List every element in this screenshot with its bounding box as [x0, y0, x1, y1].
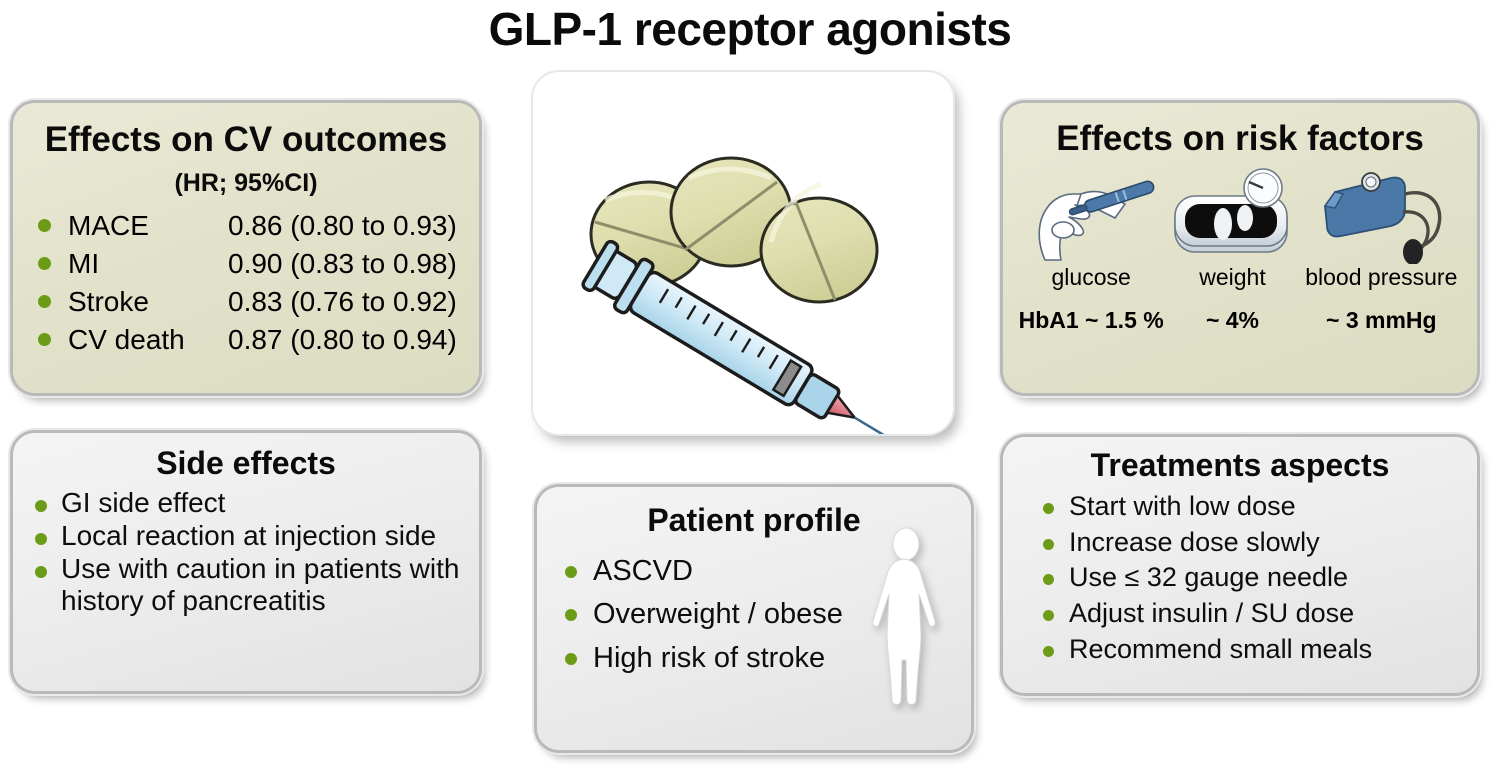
bullet-icon [38, 219, 51, 233]
cv-row-value: 0.87 (0.80 to 0.94) [228, 323, 457, 355]
list-item: Increase dose slowly [1043, 525, 1477, 561]
list-item: ASCVD [565, 550, 971, 594]
list-item-label: Overweight / obese [593, 598, 843, 631]
cv-row-label: MI [68, 247, 100, 279]
list-item: Overweight / obese [565, 593, 971, 637]
cv-row-label: CV death [68, 323, 185, 355]
risk-factors-title: Effects on risk factors [1056, 119, 1424, 158]
list-item-label: Use ≤ 32 gauge needle [1069, 562, 1349, 593]
cv-outcomes-title: Effects on CV outcomes [44, 120, 448, 159]
list-item: Use with caution in patients with histor… [35, 553, 479, 616]
bullet-icon [38, 295, 51, 309]
treatments-list: Start with low dose Increase dose slowly… [1003, 489, 1477, 669]
list-item: GI side effect [35, 487, 479, 518]
card-cv-outcomes: Effects on CV outcomes (HR; 95%CI) MACE … [13, 103, 479, 393]
blood-pressure-icon [1323, 171, 1442, 264]
risk-label: weight [1199, 263, 1266, 290]
card-side-effects: Side effects GI side effect Local reacti… [13, 433, 479, 691]
list-item: Adjust insulin / SU dose [1043, 596, 1477, 632]
risk-value: HbA1 ~ 1.5 % [1018, 306, 1164, 333]
card-medication-image [533, 72, 953, 434]
bullet-icon [1043, 610, 1054, 622]
risk-value: ~ 3 mmHg [1326, 306, 1437, 333]
patient-profile-title: Patient profile [647, 502, 861, 538]
cv-row-value: 0.83 (0.76 to 0.92) [228, 285, 457, 317]
risk-factors-icons [1003, 164, 1477, 264]
list-item: Start with low dose [1043, 489, 1477, 525]
list-item: Use ≤ 32 gauge needle [1043, 560, 1477, 596]
cv-row-value: 0.90 (0.83 to 0.98) [228, 247, 457, 279]
list-item: Local reaction at injection side [35, 520, 479, 551]
bullet-icon [565, 609, 577, 622]
glucose-lancet-icon [1038, 180, 1155, 261]
list-item-label: Adjust insulin / SU dose [1069, 598, 1355, 629]
medication-illustration [581, 156, 904, 434]
cv-outcomes-rows: MACE 0.86 (0.80 to 0.93) MI 0.90 (0.83 t… [13, 207, 479, 359]
list-item-label: Recommend small meals [1069, 634, 1373, 665]
patient-profile-list: ASCVD Overweight / obese High risk of st… [537, 550, 971, 681]
list-item-label: Use with caution in patients with histor… [61, 553, 460, 616]
risk-factors-values: HbA1 ~ 1.5 % ~ 4% ~ 3 mmHg [1003, 307, 1477, 334]
list-item-label: Start with low dose [1069, 490, 1296, 521]
card-treatments-aspects: Treatments aspects Start with low dose I… [1003, 437, 1477, 693]
bullet-icon [35, 532, 47, 545]
side-effects-title: Side effects [156, 445, 336, 481]
cv-row-value: 0.86 (0.80 to 0.93) [228, 209, 457, 241]
human-body-icon [872, 527, 936, 705]
treatments-title: Treatments aspects [1090, 447, 1390, 483]
risk-label: blood pressure [1305, 263, 1458, 290]
table-row: CV death 0.87 (0.80 to 0.94) [38, 321, 479, 359]
bullet-icon [1043, 538, 1054, 550]
bullet-icon [35, 499, 47, 512]
card-patient-profile: Patient profile ASCVD Overweight / obese… [537, 487, 971, 750]
weight-scale-icon [1174, 167, 1288, 253]
cv-row-label: MACE [68, 209, 149, 241]
bullet-icon [1043, 574, 1054, 586]
risk-label: glucose [1051, 263, 1131, 290]
risk-value: ~ 4% [1205, 306, 1260, 333]
list-item-label: ASCVD [593, 554, 693, 587]
bullet-icon [1043, 646, 1054, 658]
bullet-icon [565, 565, 577, 578]
list-item: Recommend small meals [1043, 632, 1477, 668]
list-item-label: GI side effect [61, 486, 226, 518]
bullet-icon [38, 333, 51, 347]
side-effects-list: GI side effect Local reaction at injecti… [13, 487, 479, 616]
cv-outcomes-subtitle: (HR; 95%CI) [174, 168, 318, 197]
risk-factors-labels: glucose weight blood pressure [1003, 264, 1477, 291]
pill-icon [759, 181, 879, 304]
list-item-label: High risk of stroke [593, 641, 826, 674]
bullet-icon [1043, 502, 1054, 514]
bullet-icon [565, 652, 577, 665]
bullet-icon [35, 566, 47, 579]
list-item: High risk of stroke [565, 637, 971, 681]
table-row: MACE 0.86 (0.80 to 0.93) [38, 207, 479, 245]
cv-row-label: Stroke [68, 285, 149, 317]
card-risk-factors: Effects on risk factors [1003, 103, 1477, 393]
list-item-label: Local reaction at injection side [61, 519, 437, 551]
table-row: Stroke 0.83 (0.76 to 0.92) [38, 283, 479, 321]
list-item-label: Increase dose slowly [1069, 526, 1320, 557]
table-row: MI 0.90 (0.83 to 0.98) [38, 245, 479, 283]
page-title: GLP-1 receptor agonists [488, 3, 1012, 55]
bullet-icon [38, 257, 51, 271]
syringe-icon [581, 239, 904, 434]
